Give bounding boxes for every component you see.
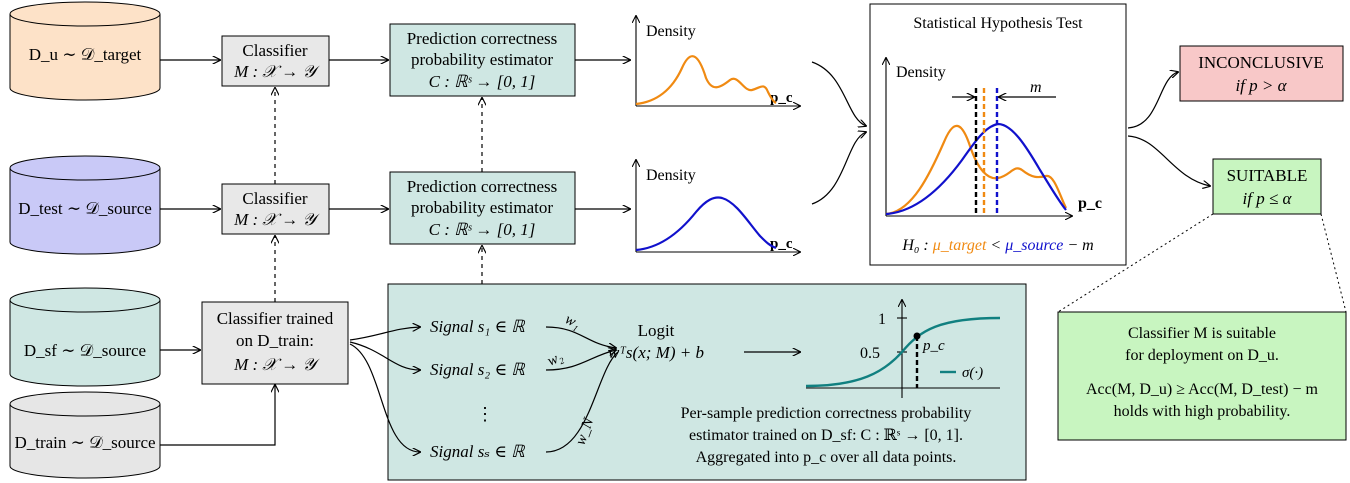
density-ylabel: Density xyxy=(646,23,696,40)
weight-1: w₁ xyxy=(562,311,583,332)
classifier-trained-line2: on D_train: xyxy=(236,331,314,350)
classifier-mapping: M : 𝒳 → 𝒴 xyxy=(233,62,320,81)
signal-1: Signal s₁ ∈ ℝ xyxy=(430,317,526,336)
estimator-line1: Prediction correctness xyxy=(407,29,558,48)
sigmoid-curve xyxy=(805,316,1001,388)
estimator-line1: Prediction correctness xyxy=(407,177,558,196)
hypothesis-title: Statistical Hypothesis Test xyxy=(913,15,1083,32)
dataset-train-label: D_train ∼ 𝒟_source xyxy=(14,433,155,452)
sigmoid-legend: σ(·) xyxy=(962,365,983,381)
dataset-test-label: D_test ∼ 𝒟_source xyxy=(18,199,152,218)
dataset-target-cylinder: D_u ∼ 𝒟_target xyxy=(9,1,161,101)
density-plot-test: Density p_c xyxy=(636,160,800,252)
classifier-box-target: Classifier M : 𝒳 → 𝒴 xyxy=(221,35,330,87)
training-caption-line2: estimator trained on D_sf: C : ℝˢ → [0, … xyxy=(689,427,963,444)
conclusion-box: Classifier M is suitable for deployment … xyxy=(1057,311,1347,441)
inconclusive-box: INCONCLUSIVE if p > α xyxy=(1179,45,1344,102)
estimator-line3: C : ℝˢ → [0, 1] xyxy=(429,220,536,239)
hypothesis-test-box: Statistical Hypothesis Test Density p_c … xyxy=(869,3,1127,266)
classifier-trained-box: Classifier trained on D_train: M : 𝒳 → 𝒴 xyxy=(201,301,349,385)
training-caption-line3: Aggregated into p_c over all data points… xyxy=(696,449,957,466)
conclusion-line4: holds with high probability. xyxy=(1114,403,1291,420)
signal-dots: ⋮ xyxy=(476,404,494,424)
dataset-sf-cylinder: D_sf ∼ 𝒟_source xyxy=(9,287,161,387)
estimator-box-test: Prediction correctness probability estim… xyxy=(389,171,576,245)
suitable-box: SUITABLE if p ≤ α xyxy=(1212,158,1322,215)
inconclusive-title: INCONCLUSIVE xyxy=(1198,53,1324,72)
estimator-box-target: Prediction correctness probability estim… xyxy=(389,23,576,97)
sigmoid-tick-half: 0.5 xyxy=(860,345,880,362)
hypothesis-density-ylabel: Density xyxy=(896,64,946,81)
classifier-box-test: Classifier M : 𝒳 → 𝒴 xyxy=(221,183,330,235)
estimator-line2: probability estimator xyxy=(411,50,553,69)
training-panel: Signal s₁ ∈ ℝ Signal s₂ ∈ ℝ ⋮ Signal sₛ … xyxy=(349,283,1027,481)
dataset-train-cylinder: D_train ∼ 𝒟_source xyxy=(9,391,161,479)
classifier-trained-line3: M : 𝒳 → 𝒴 xyxy=(233,355,320,374)
training-caption-line1: Per-sample prediction correctness probab… xyxy=(681,405,972,422)
pc-marker-dot xyxy=(913,332,921,340)
logit-formula: wᵀs(x; M) + b xyxy=(608,343,704,362)
conclusion-line1: Classifier M is suitable xyxy=(1128,325,1276,342)
dataset-sf-label: D_sf ∼ 𝒟_source xyxy=(24,341,146,360)
density-plot-target: Density p_c xyxy=(636,16,800,106)
sigmoid-tick-one: 1 xyxy=(878,311,886,328)
margin-label: m xyxy=(1030,79,1042,96)
classifier-title: Classifier xyxy=(242,41,307,60)
dataset-test-cylinder: D_test ∼ 𝒟_source xyxy=(9,155,161,255)
estimator-line2: probability estimator xyxy=(411,198,553,217)
density-curve-test xyxy=(635,196,777,252)
classifier-title: Classifier xyxy=(242,189,307,208)
weight-2: w₂ xyxy=(545,349,565,370)
conclusion-line3: Acc(M, D_u) ≥ Acc(M, D_test) − m xyxy=(1086,381,1319,398)
logit-title: Logit xyxy=(638,321,675,340)
dataset-target-label: D_u ∼ 𝒟_target xyxy=(29,45,142,64)
classifier-trained-line1: Classifier trained xyxy=(217,309,334,328)
signal-2: Signal s₂ ∈ ℝ xyxy=(430,360,526,379)
null-hypothesis: H₀ : μ_target < μ_source − m xyxy=(901,237,1093,254)
density-curve-target xyxy=(635,55,777,106)
density-ylabel: Density xyxy=(646,167,696,184)
density-xlabel: p_c xyxy=(770,90,793,106)
inconclusive-condition: if p > α xyxy=(1235,76,1287,95)
density-xlabel: p_c xyxy=(770,236,793,252)
suitable-condition: if p ≤ α xyxy=(1243,189,1293,208)
estimator-line3: C : ℝˢ → [0, 1] xyxy=(429,72,536,91)
sigmoid-pc-label: p_c xyxy=(922,338,945,354)
suitable-title: SUITABLE xyxy=(1227,166,1308,185)
hypothesis-xlabel: p_c xyxy=(1078,195,1102,212)
conclusion-line2: for deployment on D_u. xyxy=(1125,347,1279,364)
signal-s: Signal sₛ ∈ ℝ xyxy=(430,442,526,461)
classifier-mapping: M : 𝒳 → 𝒴 xyxy=(233,210,320,229)
